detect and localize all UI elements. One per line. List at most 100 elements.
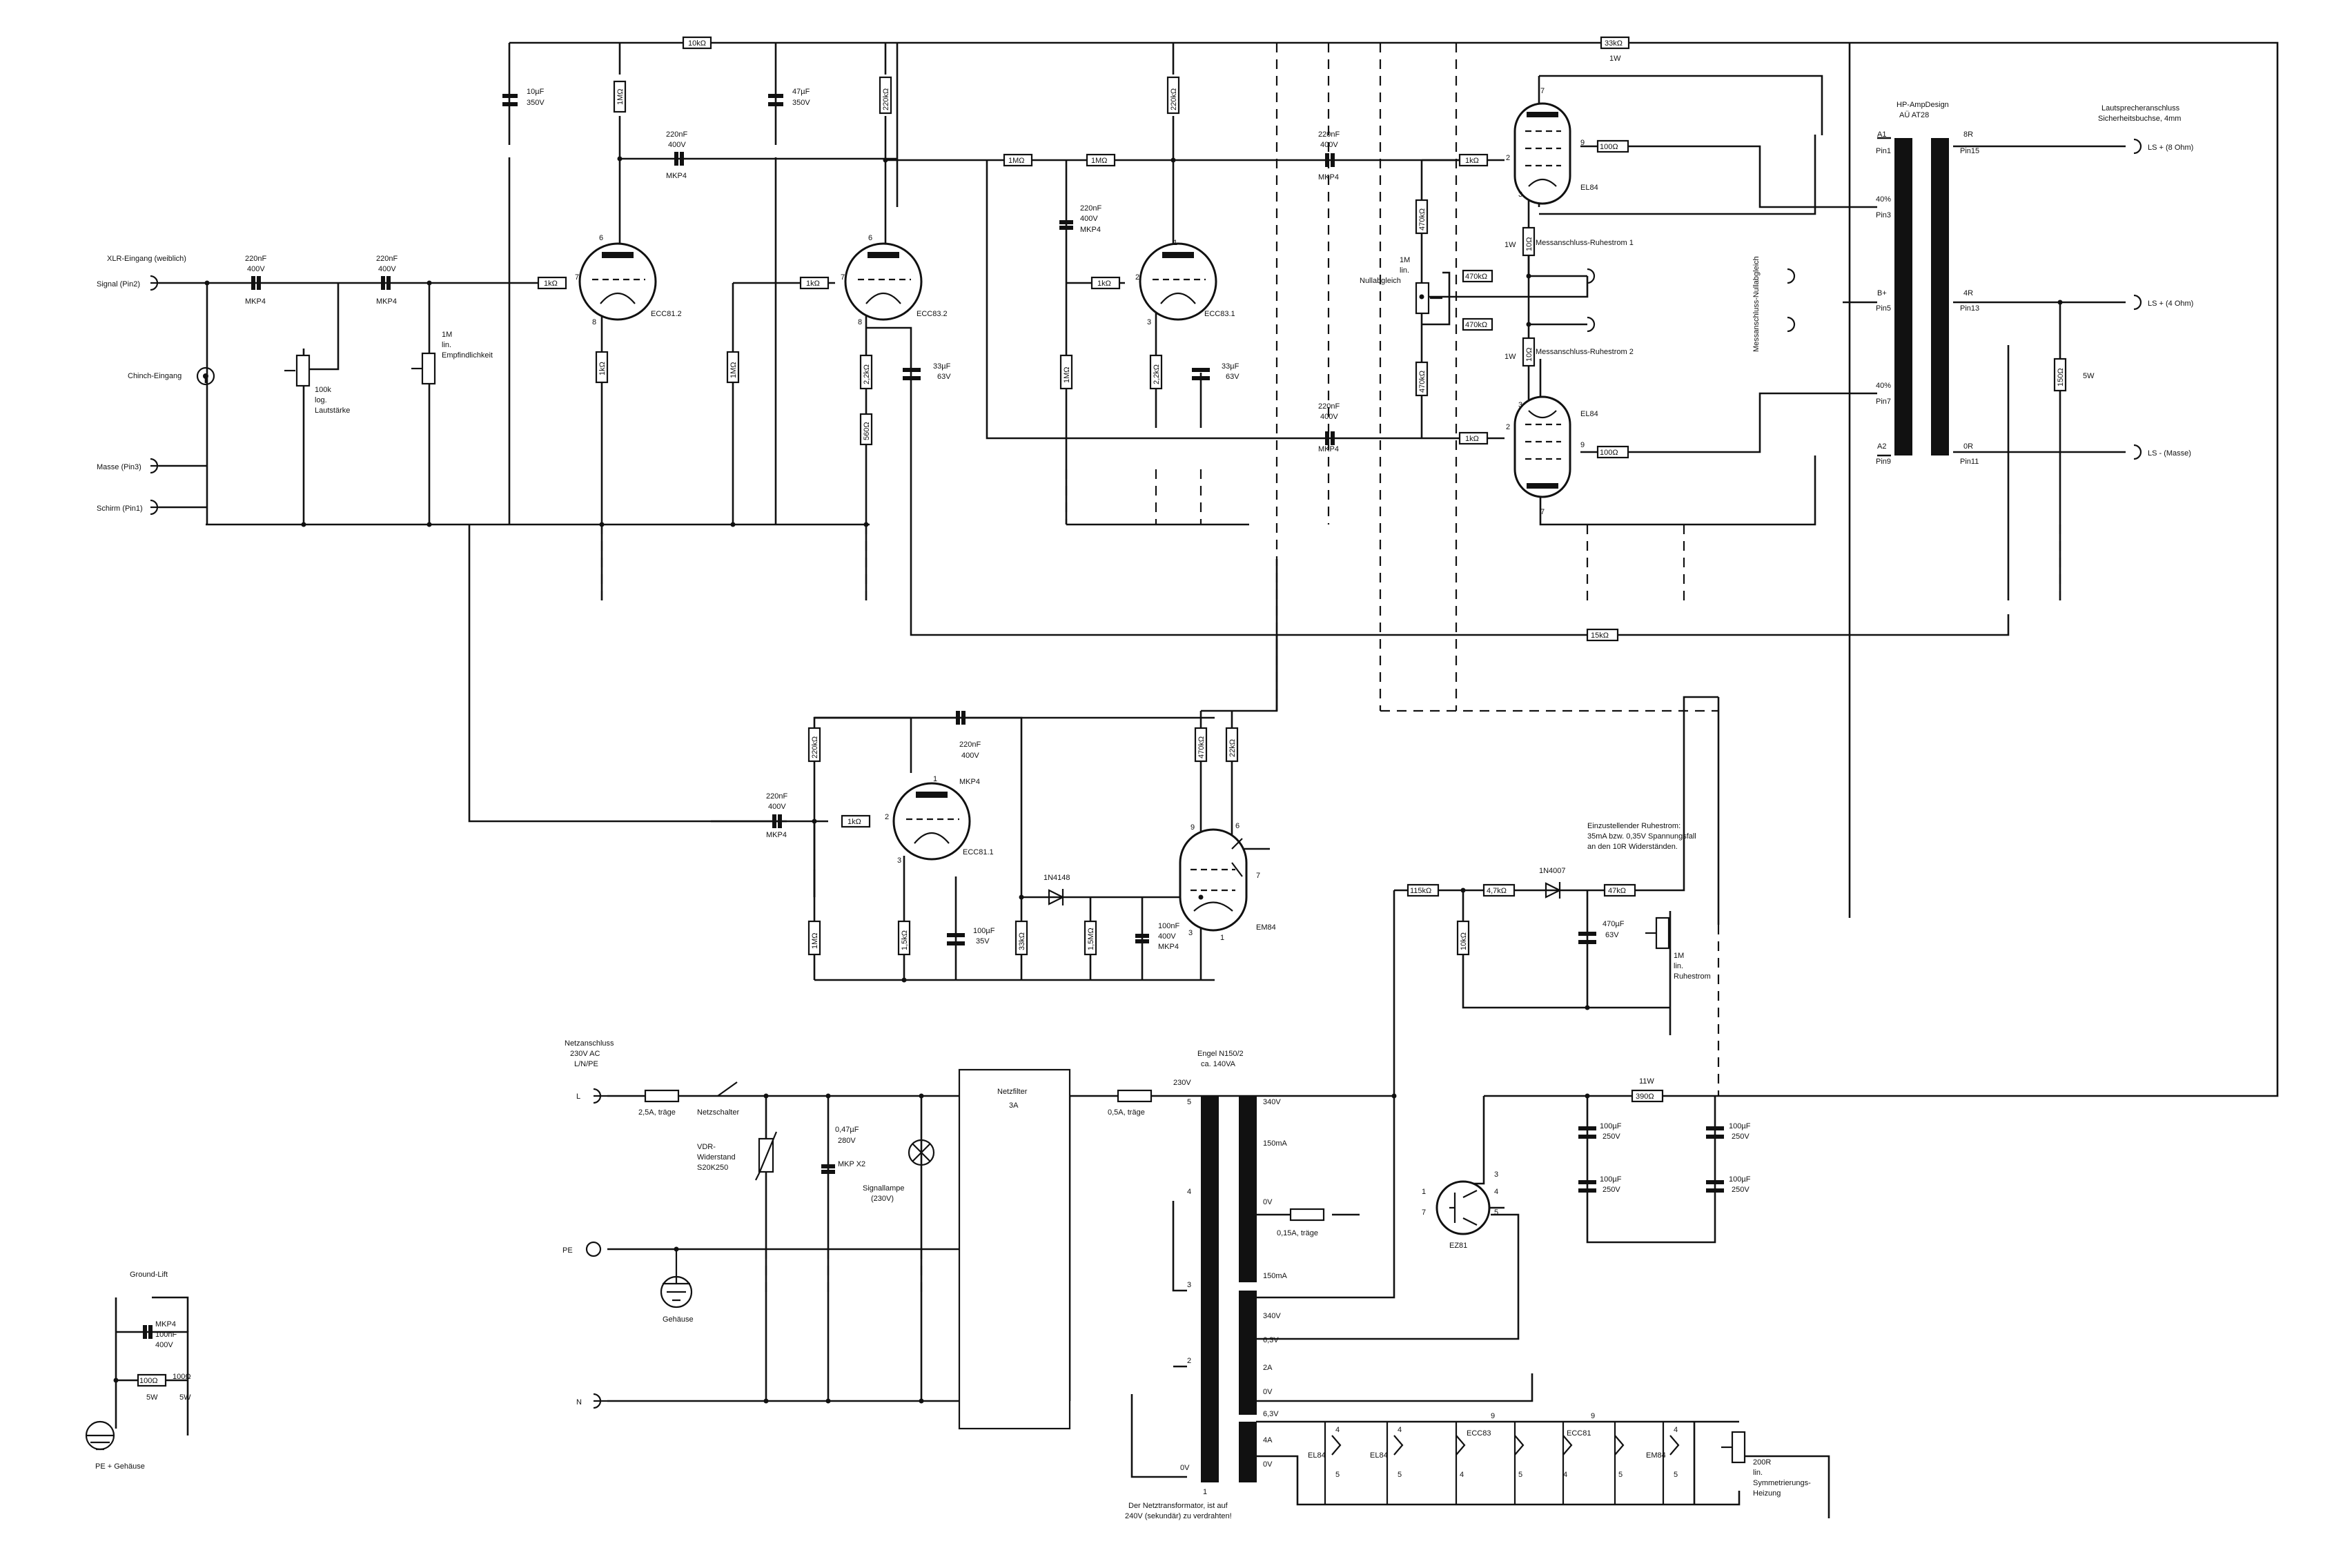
resistor-value: 4,7kΩ: [1487, 887, 1507, 895]
pot-label: Empfindlichkeit: [442, 351, 493, 360]
pin-label: 3: [1188, 929, 1193, 937]
tube-ez81: 1 3 4 7 5 EZ81: [1422, 1170, 1498, 1250]
cap-value: 220nF: [1080, 204, 1101, 213]
pot-label: 200R: [1753, 1458, 1771, 1467]
resistor: [1407, 883, 1440, 897]
ot-tap: Pin3: [1876, 211, 1891, 219]
heater-pin: 4: [1674, 1426, 1678, 1434]
tube-label: ECC83.2: [917, 310, 948, 318]
resistor-value: 1kΩ: [598, 362, 607, 375]
mt-tap: 340V: [1263, 1098, 1281, 1106]
bias-note: 35mA bzw. 0,35V Spannungsfall: [1587, 832, 1696, 841]
resistor-value: 47kΩ: [1608, 887, 1626, 895]
resistor-value: 1kΩ: [1465, 435, 1479, 443]
cap-value: 400V: [768, 803, 786, 811]
jack-label: Schirm (Pin1): [97, 504, 143, 513]
ot-tap: A2: [1877, 442, 1886, 451]
mt-title: ca. 140VA: [1201, 1060, 1236, 1068]
ot-tap: 40%: [1876, 195, 1891, 204]
mt-tap: 6,3V: [1263, 1410, 1279, 1418]
cap-type: MKP4: [1318, 173, 1339, 182]
mt-note: Der Netztransformator, ist auf: [1128, 1502, 1228, 1510]
pin-label: 9: [1580, 441, 1585, 449]
cap-value: 63V: [937, 373, 951, 381]
filter-label: 3A: [1009, 1101, 1019, 1110]
heater-label: ECC83: [1467, 1429, 1491, 1438]
ground-lift: Ground-Lift MKP4 100nF 400V 100Ω 5W PE +…: [85, 1271, 191, 1471]
ground-label: Gehäuse: [663, 1315, 694, 1324]
cap-value: 0,47µF: [835, 1126, 859, 1134]
cap-type: MKP4: [766, 831, 787, 839]
cap-value: 220nF: [376, 255, 398, 263]
cap-value: 220nF: [766, 792, 787, 801]
groundlift-cap: 100nF: [155, 1331, 177, 1339]
pin-label: 3: [1518, 401, 1522, 409]
cap-value: 63V: [1605, 931, 1619, 939]
mt-tap: 2: [1187, 1357, 1191, 1365]
input-connectors: XLR-Eingang (weiblich) Signal (Pin2) Chi…: [97, 255, 215, 516]
measure-jacks: Messanschluss-Ruhestrom 1 Messanschluss-…: [1536, 239, 1796, 356]
resistor-value: 1MΩ: [1063, 366, 1071, 383]
cap-type: MKP4: [1080, 226, 1101, 234]
potentiometers: 100k log. Lautstärke 1M lin. Empfindlich…: [284, 256, 1811, 1498]
pin-label: 3: [1494, 1170, 1498, 1179]
pin-label: 4: [1494, 1188, 1498, 1196]
ot-tap: Pin5: [1876, 304, 1891, 313]
mt-note: 240V (sekundär) zu verdrahten!: [1125, 1512, 1232, 1520]
cap-value: 220nF: [245, 255, 266, 263]
mt-tap: 4A: [1263, 1436, 1273, 1444]
cap-value: 250V: [1732, 1133, 1750, 1141]
fuse-label: 2,5A, träge: [638, 1108, 676, 1117]
mt-tap: 5: [1187, 1098, 1191, 1106]
resistor-value: 470kΩ: [1197, 736, 1206, 758]
resistor-value: 10kΩ: [1460, 932, 1468, 950]
resistor-value: 1MΩ: [729, 362, 738, 378]
resistor: [1631, 1089, 1664, 1103]
vdr-label: VDR-: [697, 1143, 716, 1151]
resistor: [682, 36, 712, 50]
pin-label: 7: [575, 273, 579, 282]
pin-label: 7: [1256, 872, 1260, 880]
resistor-value: 10kΩ: [688, 39, 706, 48]
pin-label: 2: [885, 813, 889, 821]
fuse-label: 0,15A, träge: [1277, 1229, 1318, 1237]
resistor-value: 100Ω: [1600, 143, 1618, 151]
resistor-value: 1kΩ: [847, 818, 861, 826]
cap-type: MKP4: [1158, 943, 1179, 951]
cap-value: 10µF: [527, 88, 545, 96]
bias-section: Einzustellender Ruhestrom: 35mA bzw. 0,3…: [1043, 822, 1696, 905]
resistor-value: 1,5MΩ: [1087, 928, 1095, 950]
pin-label: 2: [1506, 423, 1510, 431]
resistor: [841, 814, 871, 828]
resistor-value: 390Ω: [1636, 1092, 1654, 1101]
pin-label: 3: [1518, 190, 1522, 199]
resistor-rating: 1W: [1505, 353, 1516, 361]
resistor: [1458, 431, 1489, 445]
pot-label: 100k: [315, 386, 331, 394]
pin-label: 5: [1494, 1208, 1498, 1217]
cap-value: 100µF: [1729, 1175, 1751, 1184]
ot-tap: Pin7: [1876, 398, 1891, 406]
pin-label: 3: [897, 856, 901, 865]
mains-transformer: Engel N150/2 ca. 140VA 230V 5 4 3 2 1 0V…: [1125, 1050, 1288, 1520]
resistor-value: 1kΩ: [1097, 280, 1111, 288]
groundlift-res: 5W: [179, 1393, 191, 1402]
pot-label: log.: [315, 396, 327, 404]
pin-label: 9: [1580, 139, 1585, 147]
mt-tap: 150mA: [1263, 1272, 1288, 1280]
mt-tap: 230V: [1173, 1079, 1191, 1087]
ot-tap: B+: [1877, 289, 1887, 297]
cap-type: MKP4: [1318, 445, 1339, 453]
cap-value: 250V: [1603, 1186, 1620, 1194]
pot-label: 1M: [1674, 952, 1684, 960]
resistor-value: 1kΩ: [806, 280, 820, 288]
mt-title: Engel N150/2: [1197, 1050, 1244, 1058]
pin-label: 3: [1147, 318, 1151, 326]
cap-value: 400V: [378, 265, 396, 273]
pin-label: 7: [841, 273, 845, 282]
pin-label: 7: [1540, 87, 1545, 95]
diode-label: 1N4007: [1539, 867, 1566, 875]
mt-tap: 4: [1187, 1188, 1191, 1196]
cap-value: 100µF: [1729, 1122, 1751, 1130]
bias-note: an den 10R Widerständen.: [1587, 843, 1678, 851]
